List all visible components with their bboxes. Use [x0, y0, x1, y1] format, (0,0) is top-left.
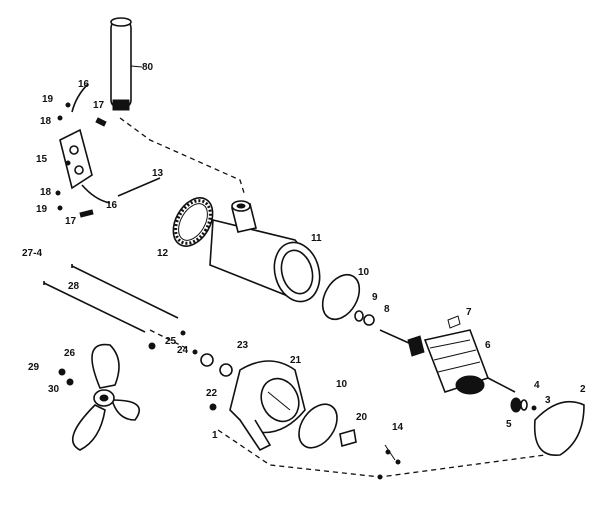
callout-21: 21: [290, 355, 302, 366]
callout-8: 8: [384, 304, 390, 315]
part-21-lower-unit: [209, 360, 306, 452]
part-4-washer: [520, 399, 528, 411]
callout-16-top: 16: [78, 79, 90, 90]
part-3-screw: [531, 405, 537, 411]
callout-4: 4: [534, 380, 540, 391]
callout-23: 23: [237, 340, 249, 351]
part-8-washer: [363, 314, 375, 326]
callout-16-bottom: 16: [106, 200, 118, 211]
callout-19-top: 19: [42, 94, 54, 105]
callout-15: 15: [36, 154, 48, 165]
callout-80: 80: [142, 62, 154, 73]
part-2-end-cap: [533, 401, 585, 456]
part-10-ring-lower: [298, 403, 338, 449]
callout-13: 13: [152, 168, 164, 179]
callout-17-bottom: 17: [65, 216, 77, 227]
callout-28: 28: [68, 281, 80, 292]
part-26-propeller: [71, 343, 140, 451]
part-12-ring: [172, 197, 214, 247]
callout-18-bottom: 18: [40, 187, 52, 198]
part-15-plate: [55, 83, 161, 218]
callout-17-top: 17: [93, 100, 105, 111]
callout-29: 29: [28, 362, 40, 373]
part-80-tube: [110, 17, 143, 111]
callout-26: 26: [64, 348, 76, 359]
callout-20: 20: [356, 412, 368, 423]
part-11-housing: [209, 200, 321, 303]
part-10-ring-upper: [321, 273, 361, 321]
part-28-rods: [43, 264, 179, 333]
callout-7: 7: [466, 307, 472, 318]
part-23-washer: [200, 353, 214, 367]
callout-3: 3: [545, 395, 551, 406]
part-23-seal: [219, 363, 233, 377]
callout-1: 1: [212, 430, 218, 441]
callout-18-top: 18: [40, 116, 52, 127]
callout-2: 2: [580, 384, 586, 395]
callout-27-4: 27-4: [22, 248, 42, 259]
part-5-bearing: [510, 397, 522, 413]
callout-10-bottom: 10: [336, 379, 348, 390]
callout-25: 25: [165, 336, 177, 347]
callout-30: 30: [48, 384, 60, 395]
callout-9: 9: [372, 292, 378, 303]
callout-14: 14: [392, 422, 404, 433]
callout-22: 22: [206, 388, 218, 399]
callout-11: 11: [311, 233, 322, 244]
callout-6: 6: [485, 340, 491, 351]
part-6-armature: [379, 315, 516, 395]
callout-10-top: 10: [358, 267, 370, 278]
part-20-bushing: [339, 428, 357, 448]
callout-24: 24: [177, 345, 189, 356]
callout-12: 12: [157, 248, 169, 259]
callout-19-bottom: 19: [36, 204, 48, 215]
callout-5: 5: [506, 419, 512, 430]
part-9-washer: [354, 310, 364, 322]
